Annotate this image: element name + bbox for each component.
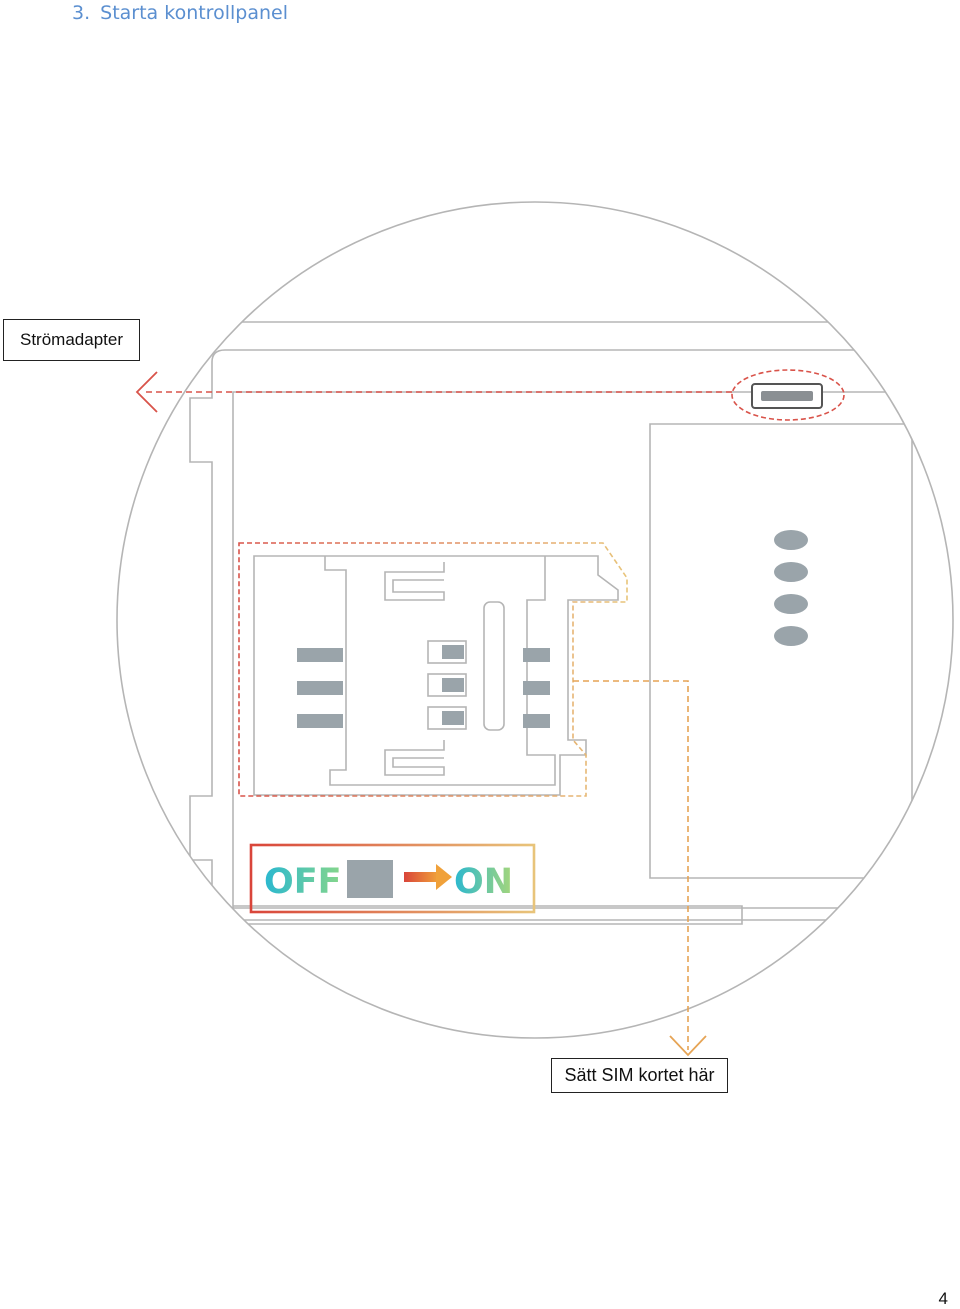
switch-off-label: OFF xyxy=(264,862,342,902)
callout-power-adapter: Strömadapter xyxy=(3,319,140,361)
module-contacts xyxy=(774,530,808,646)
usb-highlight xyxy=(731,369,845,421)
switch-arrow-icon xyxy=(404,864,452,890)
section-title: Starta kontrollpanel xyxy=(100,2,288,24)
section-heading: 3. Starta kontrollpanel xyxy=(72,2,288,24)
switch-highlight xyxy=(249,843,536,914)
switch-knob xyxy=(347,860,393,898)
section-number: 3. xyxy=(72,2,91,24)
power-arrow-icon xyxy=(135,371,158,413)
sim-highlight xyxy=(238,542,628,797)
board-outline xyxy=(117,321,953,925)
switch-on-label: ON xyxy=(454,862,513,902)
sim-contacts xyxy=(297,645,550,728)
sim-holder xyxy=(253,555,619,796)
usb-port-icon xyxy=(751,383,823,409)
page-number: 4 xyxy=(938,1289,948,1308)
magnifier-circle xyxy=(116,201,954,1039)
sim-arrow-icon xyxy=(669,1035,707,1057)
sim-leader-line xyxy=(573,680,689,1050)
callout-sim-card: Sätt SIM kortet här xyxy=(551,1058,728,1093)
